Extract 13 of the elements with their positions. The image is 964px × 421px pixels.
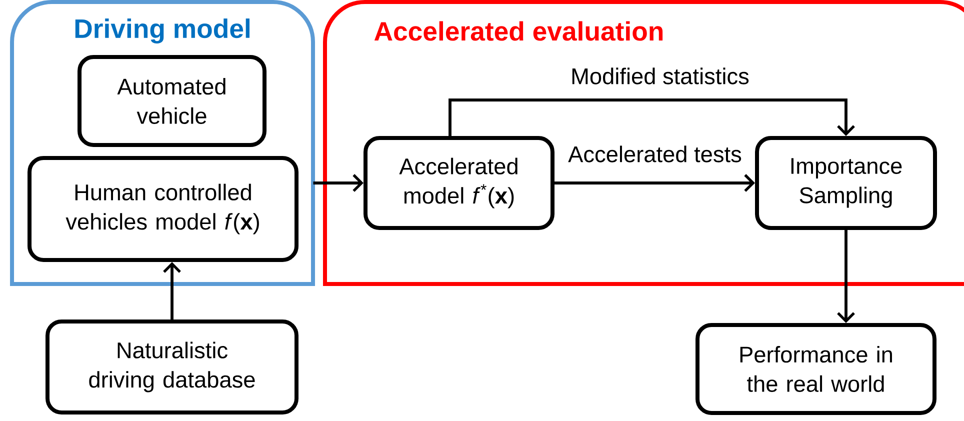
edge-label: Accelerated tests [568,146,742,162]
process-box: Human controlled vehicles model f(x) [28,156,298,262]
arrow [163,262,181,320]
process-box: Importance Sampling [755,136,937,230]
arrow [554,174,755,192]
edge-label: Modified statistics [572,68,749,84]
arrow [448,98,855,136]
arrow [313,174,364,192]
arrow [837,230,855,323]
process-box: Performance in the real world [696,323,936,415]
process-box: Automated vehicle [78,55,266,147]
process-box: Accelerated model f$^{*}$(x) [364,136,554,230]
process-box: Naturalistic driving database [46,320,298,414]
